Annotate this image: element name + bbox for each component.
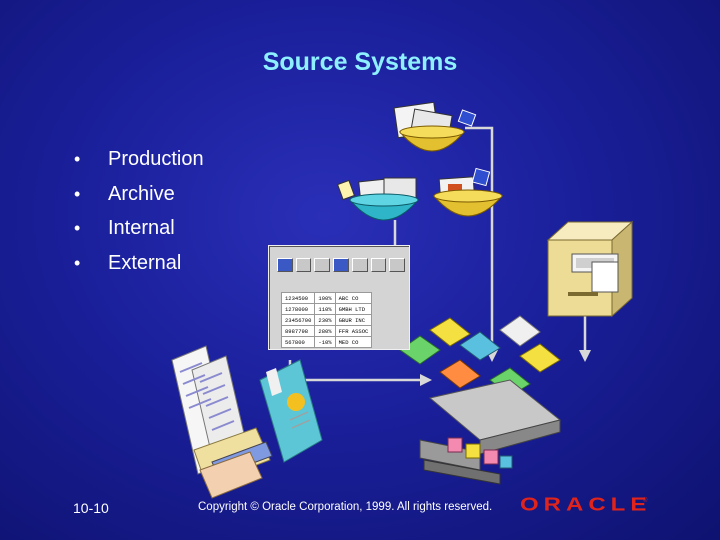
toolbar-button — [370, 258, 387, 272]
table-cell: -10% — [314, 336, 336, 348]
bullet-item: • External — [72, 249, 204, 284]
table-cell: MED CO — [334, 336, 373, 348]
bullet-label: Production — [108, 148, 204, 170]
registered-mark: ® — [643, 498, 648, 504]
bullet-icon: • — [74, 218, 81, 238]
toolbar-button — [295, 258, 312, 272]
bullet-item: • Internal — [72, 214, 204, 249]
copyright-notice: Copyright © Oracle Corporation, 1999. Al… — [198, 501, 493, 513]
table-cell: 230% — [314, 314, 336, 326]
table-cell: GBUR INC — [334, 314, 373, 326]
bullet-label: Archive — [108, 182, 175, 205]
oracle-logo: ORACLE — [520, 494, 652, 516]
table-cell: 1278000 — [280, 303, 316, 315]
cabinet-icon — [546, 220, 634, 318]
table-row: 1278000 110% GMBH LTD — [280, 303, 373, 315]
toolbar-button — [333, 258, 349, 272]
toolbar-button — [277, 258, 293, 272]
table-cell: 1234500 — [280, 292, 316, 304]
table-cell: 567800 — [280, 336, 316, 348]
table-cell: 280% — [314, 325, 336, 337]
bullet-icon: • — [74, 252, 81, 273]
toolbar-button — [351, 258, 368, 272]
bowl-icon — [393, 101, 477, 152]
table-cell: 110% — [314, 303, 336, 315]
report-window-icon: 1234500 100% ABC CO 1278000 110% GMBH LT… — [268, 245, 410, 350]
slide-title: Source Systems — [262, 48, 458, 76]
bullet-label: External — [108, 251, 182, 274]
conveyor-icon — [399, 315, 562, 485]
documents-icon — [171, 345, 323, 499]
arrow-production — [465, 126, 494, 350]
report-toolbar — [277, 258, 406, 274]
bowl-icon — [432, 167, 504, 217]
bullet-icon: • — [74, 183, 81, 204]
table-cell: 8987798 — [280, 325, 316, 337]
report-table: 1234500 100% ABC CO 1278000 110% GMBH LT… — [280, 292, 373, 348]
table-cell: FFR ASSOC — [334, 325, 373, 337]
arrow-external — [288, 360, 420, 382]
table-cell: 100% — [314, 292, 336, 304]
bullet-item: • Production — [72, 145, 204, 180]
bullet-item: • Archive — [72, 180, 204, 215]
table-row: 1234500 100% ABC CO — [280, 292, 373, 304]
table-row: 567800 -10% MED CO — [280, 336, 373, 348]
toolbar-button — [314, 258, 331, 272]
bullet-icon: • — [74, 149, 81, 169]
page-number: 10-10 — [73, 500, 109, 516]
toolbar-button — [389, 258, 406, 272]
bowl-icon — [336, 177, 420, 221]
table-cell: ABC CO — [334, 292, 373, 304]
table-cell: GMBH LTD — [334, 303, 373, 315]
bullet-list: • Production • Archive • Internal • External — [72, 145, 204, 283]
bullet-label: Internal — [108, 217, 175, 239]
table-cell: 23456700 — [280, 314, 316, 326]
table-row: 23456700 230% GBUR INC — [280, 314, 373, 326]
table-row: 8987798 280% FFR ASSOC — [280, 325, 373, 337]
